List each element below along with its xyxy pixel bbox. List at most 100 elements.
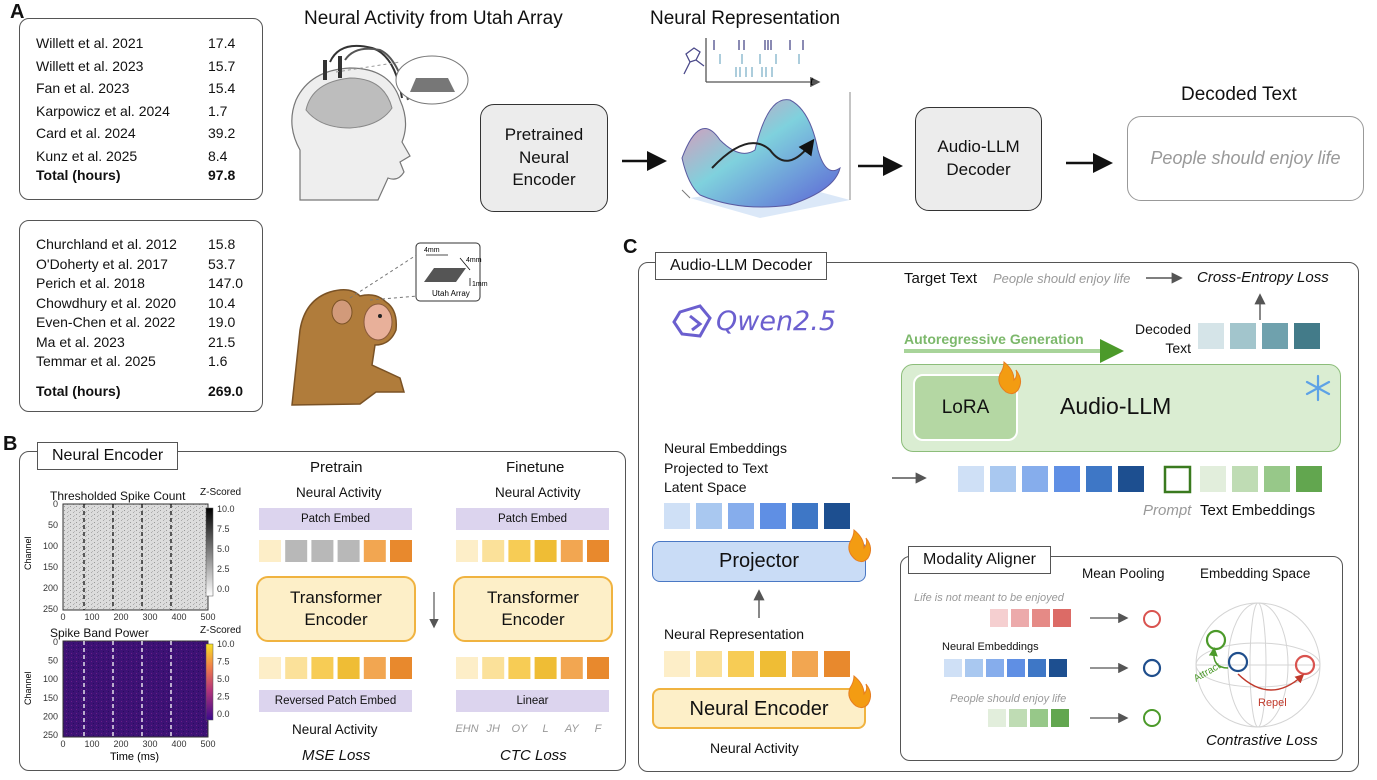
llm-neural-token [1118,466,1144,492]
monkey-dataset-box [19,220,263,412]
audio-llm-decoder-tag: Audio-LLM Decoder [655,252,828,280]
pretrain-reversed-patch-embed: Reversed Patch Embed [259,690,412,712]
decoded-text-token [1294,323,1320,349]
cbar1-tick: 10.0 [217,504,235,514]
fire-icon-encoder [848,674,872,709]
heatmap2-xtick: 0 [60,739,65,749]
sphere-green-circle [1205,629,1227,651]
dataset-hours: 269.0 [208,383,244,399]
dataset-hours: 53.7 [208,255,236,272]
decoded-text-token [1230,323,1256,349]
llm-neural-token [1086,466,1112,492]
dataset-name: Willett et al. 2023 [36,57,144,74]
cbar2 [205,643,214,721]
aligner-row3-token [1030,709,1048,727]
dataset-name: Ma et al. 2023 [36,333,125,350]
utah-array-width: 4mm [424,247,440,254]
cbar2-tick: 5.0 [217,674,230,684]
heatmap1-ytick: 0 [53,499,58,509]
cbar2-tick: 10.0 [217,639,235,649]
projected-neural-token [728,503,754,529]
cbar1-title: Z-Scored [200,487,242,498]
dataset-hours: 8.4 [208,147,228,164]
heatmap1-ytick: 200 [43,583,58,593]
dataset-hours: 147.0 [208,275,244,291]
utah-title: Neural Activity from Utah Array [304,8,563,29]
token-rows [259,323,1322,727]
aligner-row3-token [988,709,1006,727]
aligner-row1-token [1011,609,1029,627]
finetune-input-token [534,540,557,562]
cbar1-tick: 7.5 [217,524,230,534]
aligner-row2-token [986,659,1004,677]
dataset-hours: 39.2 [208,125,236,141]
dataset-name: Even-Chen et al. 2022 [36,314,176,330]
modality-aligner-box [900,556,1343,761]
heatmap1-ytick: 100 [43,541,58,551]
pretrain-output-token [390,657,412,679]
dataset-name: O'Doherty et al. 2017 [36,255,168,272]
projector-block: Projector [652,541,866,582]
neural-representation-token [696,651,722,677]
cbar1 [205,507,214,597]
dataset-hours: 15.8 [208,236,236,252]
finetune-input-token [508,540,531,562]
cbar1-tick: 0.0 [217,584,230,594]
cbar2-tick: 0.0 [217,709,230,719]
heatmap1-xtick: 100 [84,612,99,622]
neural-activity-label: Neural Activity [710,740,799,756]
pretrain-output-token [363,657,386,679]
pretrain-input-token [285,540,308,562]
pretrain-input-label: Neural Activity [296,485,382,500]
pretrain-output-label: Neural Activity [292,722,378,737]
utah-array-label: Utah Array [432,289,470,298]
spike-power-heatmap [62,640,209,738]
heatmap-xlabel: Time (ms) [110,751,159,763]
neural-emb-projected-label: Neural Embeddings Projected to Text Late… [664,440,787,496]
finetune-input-token [482,540,505,562]
pooled-red-circle [1143,610,1161,628]
neural-representation-token [760,651,786,677]
prompt-label: Prompt [1143,502,1192,519]
finetune-output-token [456,657,478,679]
pretrain-input-token [259,540,281,562]
dataset-hours: 21.5 [208,333,236,350]
neural-representation-token [728,651,754,677]
lora-block: LoRA [913,374,1018,441]
mean-pooling-label: Mean Pooling [1082,566,1165,581]
heatmap2-ytick: 0 [53,637,58,647]
neural-encoder-block: Neural Encoder [652,688,866,729]
finetune-output-token [508,657,531,679]
projected-neural-token [696,503,722,529]
llm-neural-token [990,466,1016,492]
aligner-row2-token [944,659,962,677]
mse-loss-label: MSE Loss [302,747,371,764]
ctc-loss-label: CTC Loss [500,747,567,764]
text-embeddings-label: Text Embeddings [1200,502,1316,519]
pretrain-title: Pretrain [310,459,363,476]
qwen-logo-icon [672,304,712,338]
text-embedding-token [1232,466,1258,492]
pretrain-input-token [337,540,360,562]
heatmap1-ytick: 250 [43,604,58,614]
dataset-name: Churchland et al. 2012 [36,236,177,252]
finetune-output-token [534,657,557,679]
finetune-transformer-encoder: Transformer Encoder [453,576,613,642]
dataset-name: Willett et al. 2021 [36,35,144,51]
dataset-name: Total (hours) [36,383,121,399]
pretrain-output-token [337,657,360,679]
sphere-red-circle [1294,654,1316,676]
dataset-hours: 15.4 [208,80,236,96]
neural-representation-token [824,651,850,677]
heatmap2-ytick: 250 [43,730,58,740]
heatmap2-title: Spike Band Power [50,626,149,640]
pretrain-output-token [285,657,308,679]
neural-representation-token [664,651,690,677]
modality-aligner-tag: Modality Aligner [908,546,1051,574]
autoregressive-label: Autoregressive Generation [904,331,1084,347]
heatmap1-xtick: 200 [113,612,128,622]
heatmap1-xtick: 500 [200,612,215,622]
dataset-hours: 10.4 [208,294,236,311]
cbar2-tick: 2.5 [217,692,230,702]
